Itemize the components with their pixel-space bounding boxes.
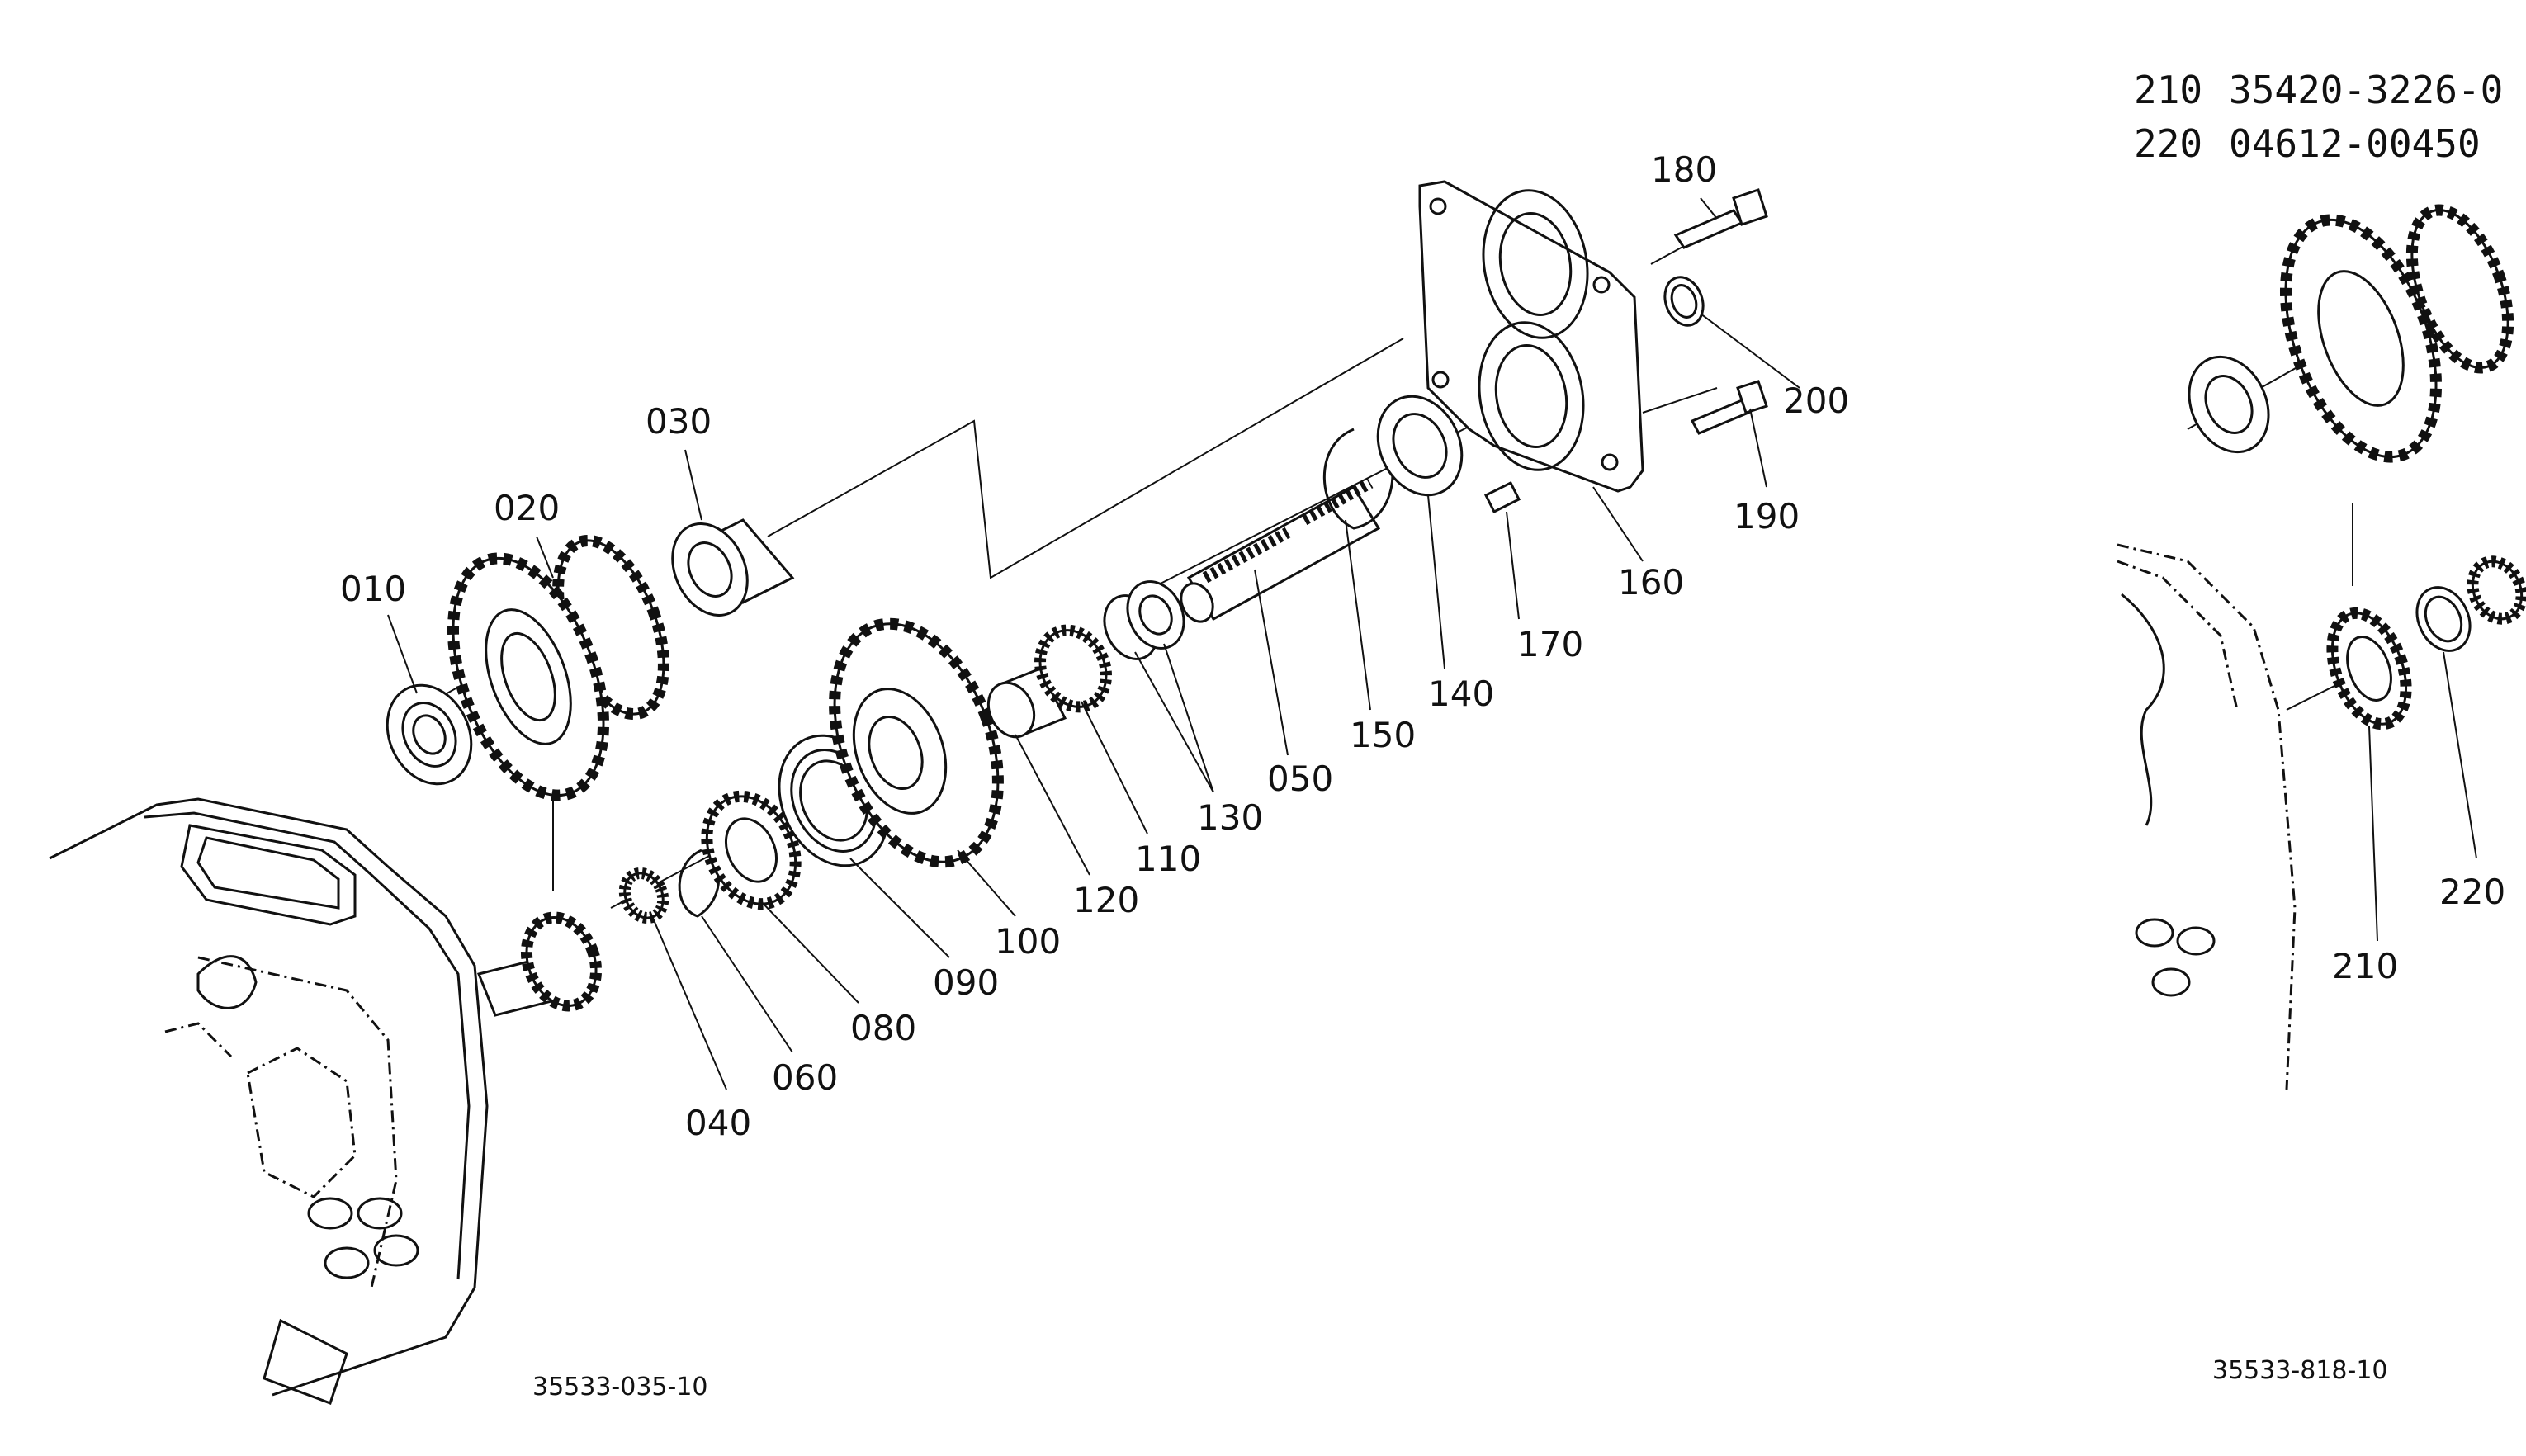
label-160: 160 bbox=[1618, 562, 1684, 603]
label-190: 190 bbox=[1734, 496, 1800, 537]
label-210: 210 bbox=[2332, 946, 2398, 986]
input-shaft bbox=[476, 911, 603, 1017]
cover-plate-160 bbox=[1418, 180, 1644, 493]
transmission-case-left bbox=[49, 797, 489, 1405]
label-110: 110 bbox=[1135, 839, 1201, 879]
label-060: 060 bbox=[772, 1057, 838, 1098]
pn-row-1-number: 35420-3226-0 bbox=[2229, 68, 2503, 112]
pn-row-1-ref: 210 bbox=[2134, 68, 2202, 112]
inset-ring-220 bbox=[2415, 586, 2472, 652]
bearing-010 bbox=[386, 683, 473, 786]
label-080: 080 bbox=[850, 1008, 916, 1048]
bolt-190 bbox=[1690, 380, 1768, 435]
washers-130 bbox=[1103, 580, 1185, 660]
gear-020 bbox=[447, 534, 669, 801]
label-090: 090 bbox=[933, 962, 999, 1003]
hub-080 bbox=[701, 790, 802, 910]
inset-needle-bearing bbox=[2467, 555, 2526, 625]
inset-leaders bbox=[2368, 651, 2477, 942]
label-050: 050 bbox=[1267, 759, 1333, 799]
bolt-180 bbox=[1673, 188, 1768, 249]
part-labels: 010 020 030 040 060 080 090 100 120 110 … bbox=[340, 149, 2505, 1143]
label-150: 150 bbox=[1350, 715, 1416, 755]
drawing-ref-left: 35533-035-10 bbox=[532, 1373, 708, 1402]
bearing-030 bbox=[671, 518, 795, 617]
pn-row-2-number: 04612-00450 bbox=[2229, 121, 2481, 166]
label-020: 020 bbox=[494, 488, 560, 528]
label-170: 170 bbox=[1517, 624, 1583, 664]
inset-gear-210 bbox=[2326, 607, 2412, 730]
needle-bearing-110 bbox=[1034, 624, 1112, 713]
drawing-ref-right: 35533-818-10 bbox=[2212, 1356, 2388, 1385]
label-200: 200 bbox=[1783, 381, 1849, 421]
label-030: 030 bbox=[646, 401, 712, 442]
inset-gear-large bbox=[2279, 204, 2514, 463]
label-leaders bbox=[387, 197, 1800, 1090]
dowel-pin-170 bbox=[1483, 480, 1521, 514]
label-220: 220 bbox=[2439, 872, 2505, 912]
part-number-table: 210 35420-3226-0 220 04612-00450 bbox=[2134, 68, 2503, 166]
label-130: 130 bbox=[1197, 797, 1263, 838]
o-ring-200 bbox=[1663, 276, 1705, 327]
bearing-140 bbox=[1376, 395, 1464, 497]
inset-bearing bbox=[2188, 355, 2270, 454]
label-120: 120 bbox=[1073, 880, 1139, 920]
label-140: 140 bbox=[1428, 674, 1494, 714]
label-100: 100 bbox=[995, 921, 1061, 962]
shaft-050 bbox=[1180, 477, 1381, 623]
gear-100 bbox=[829, 617, 1004, 868]
label-180: 180 bbox=[1651, 149, 1717, 190]
needle-bearing-040 bbox=[618, 867, 669, 924]
label-010: 010 bbox=[340, 569, 406, 609]
label-040: 040 bbox=[685, 1103, 751, 1143]
pn-row-2-ref: 220 bbox=[2134, 121, 2202, 166]
